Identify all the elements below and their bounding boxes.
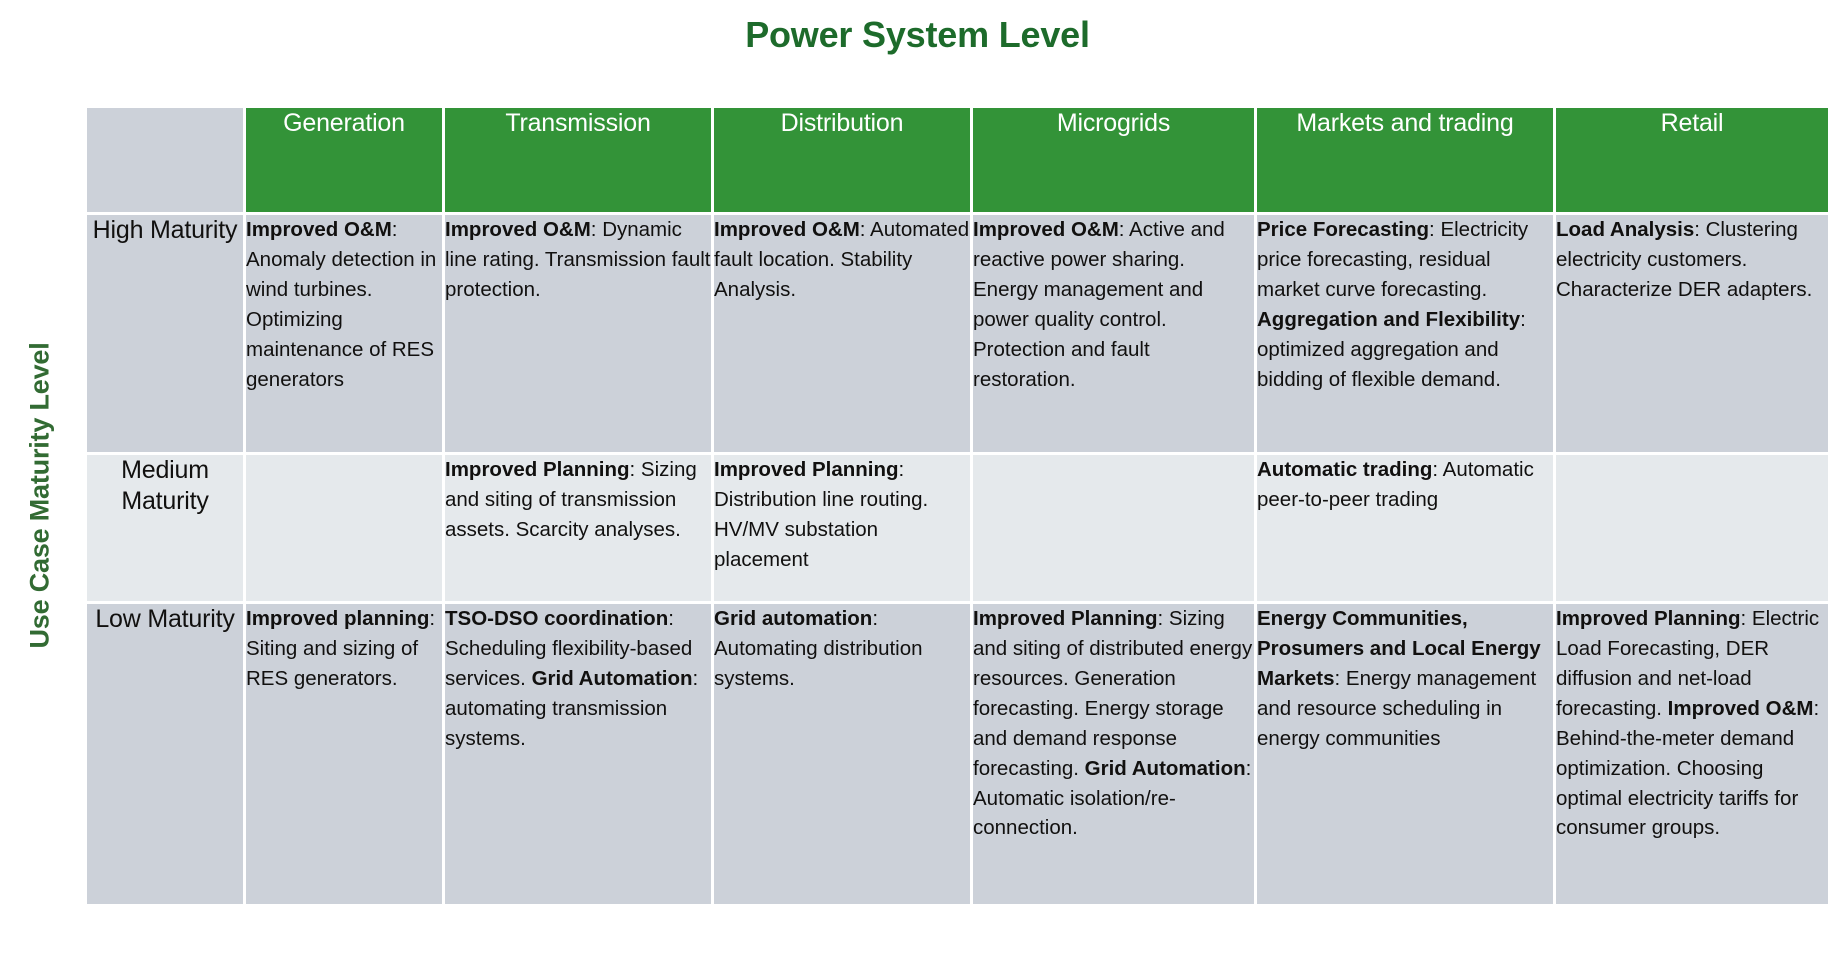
cell-term: Improved Planning: [714, 458, 899, 481]
row-header-medium: Medium Maturity: [87, 455, 243, 601]
cell-term: Automatic trading: [1257, 458, 1433, 481]
cell-low-generation: Improved planning: Siting and sizing of …: [246, 604, 442, 904]
cell-term: Improved Planning: [1556, 607, 1741, 630]
cell-medium-microgrids: [973, 455, 1254, 601]
column-header-microgrids: Microgrids: [973, 108, 1254, 212]
cell-high-generation: Improved O&M: Anomaly detection in wind …: [246, 215, 442, 452]
axis-label-maturity: Use Case Maturity Level: [4, 245, 76, 745]
cell-term: Improved O&M: [973, 218, 1119, 241]
cell-high-markets: Price Forecasting: Electricity price for…: [1257, 215, 1553, 452]
cell-low-retail: Improved Planning: Electric Load Forecas…: [1556, 604, 1828, 904]
column-header-distribution: Distribution: [714, 108, 970, 212]
cell-term: Grid Automation: [1084, 756, 1246, 780]
table-row: Medium Maturity Improved Planning: Sizing…: [87, 455, 1828, 601]
cell-high-retail: Load Analysis: Clustering electricity cu…: [1556, 215, 1828, 452]
cell-term: Improved O&M: [445, 218, 591, 241]
cell-term: Grid automation: [714, 607, 873, 630]
cell-term: Improved Planning: [445, 458, 630, 481]
page-title: Power System Level: [745, 14, 1090, 55]
cell-term: Improved planning: [246, 607, 430, 630]
cell-term: Aggregation and Flexibility: [1257, 307, 1521, 331]
cell-term: Improved O&M: [714, 218, 860, 241]
cell-low-transmission: TSO-DSO coordination: Scheduling flexibi…: [445, 604, 711, 904]
cell-low-distribution: Grid automation: Automating distribution…: [714, 604, 970, 904]
cell-medium-retail: [1556, 455, 1828, 601]
cell-medium-generation: [246, 455, 442, 601]
column-header-markets: Markets and trading: [1257, 108, 1553, 212]
matrix-corner-cell: [87, 108, 243, 212]
axis-label-text: Use Case Maturity Level: [24, 341, 55, 649]
cell-high-distribution: Improved O&M: Automated fault location. …: [714, 215, 970, 452]
column-header-transmission: Transmission: [445, 108, 711, 212]
row-header-low: Low Maturity: [87, 604, 243, 904]
cell-medium-distribution: Improved Planning: Distribution line rou…: [714, 455, 970, 601]
cell-low-microgrids: Improved Planning: Sizing and siting of …: [973, 604, 1254, 904]
cell-term: Improved O&M: [1667, 696, 1814, 720]
cell-term: Improved O&M: [246, 218, 392, 241]
cell-medium-transmission: Improved Planning: Sizing and siting of …: [445, 455, 711, 601]
column-header-generation: Generation: [246, 108, 442, 212]
cell-term: Energy Communities, Prosumers and Local …: [1257, 607, 1541, 690]
cell-term: Grid Automation: [531, 666, 693, 690]
cell-term: Price Forecasting: [1257, 218, 1430, 241]
column-header-retail: Retail: [1556, 108, 1828, 212]
cell-high-microgrids: Improved O&M: Active and reactive power …: [973, 215, 1254, 452]
row-header-high: High Maturity: [87, 215, 243, 452]
cell-high-transmission: Improved O&M: Dynamic line rating. Trans…: [445, 215, 711, 452]
cell-term: TSO-DSO coordination: [445, 607, 669, 630]
cell-term: Improved Planning: [973, 607, 1158, 630]
cell-medium-markets: Automatic trading: Automatic peer-to-pee…: [1257, 455, 1553, 601]
cell-term: Load Analysis: [1556, 218, 1695, 241]
cell-low-markets: Energy Communities, Prosumers and Local …: [1257, 604, 1553, 904]
